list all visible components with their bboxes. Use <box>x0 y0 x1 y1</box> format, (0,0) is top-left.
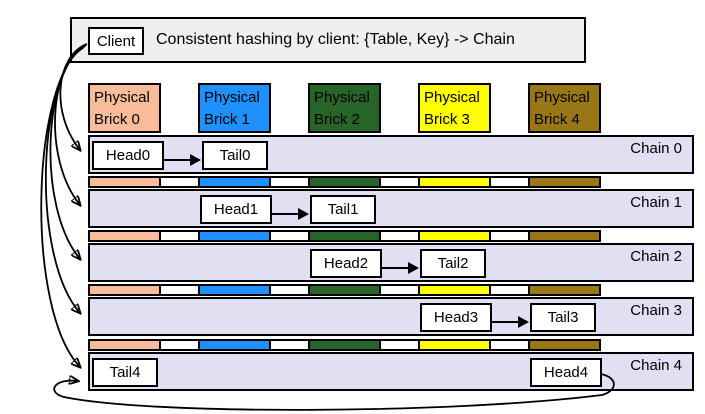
brick-strip-band <box>88 339 601 351</box>
head-node: Head0 <box>92 141 164 170</box>
chain-row-4: Chain 4 Tail4 Head4 <box>88 352 694 391</box>
tail-node: Tail1 <box>310 195 376 224</box>
brick-label-line2: Brick 2 <box>314 111 360 128</box>
brick0-strip <box>88 176 161 188</box>
head-to-tail-arrow <box>164 154 202 166</box>
head-to-tail-arrow <box>272 208 310 220</box>
client-hashing-panel: Client Consistent hashing by client: {Ta… <box>70 17 586 63</box>
head-to-tail-arrow <box>492 316 530 328</box>
brick-label-line1: Physical <box>314 89 370 106</box>
physical-brick-0: Physical Brick 0 <box>88 83 161 133</box>
brick3-strip <box>418 230 491 242</box>
brick3-strip <box>418 284 491 296</box>
head-to-tail-arrow <box>382 262 420 274</box>
head-node: Head3 <box>420 303 492 332</box>
client-to-chain3-arrow <box>45 46 85 313</box>
head-node: Head2 <box>310 249 382 278</box>
chain-label: Chain 0 <box>630 140 682 157</box>
brick-label-line1: Physical <box>204 89 260 106</box>
chain-label: Chain 2 <box>630 248 682 265</box>
brick1-strip <box>198 339 271 351</box>
chain-row-0: Chain 0 Head0 Tail0 <box>88 135 694 174</box>
brick-label-line1: Physical <box>534 89 590 106</box>
chain-row-3: Chain 3 Head3 Tail3 <box>88 297 694 336</box>
brick4-strip <box>528 230 601 242</box>
client-to-chain1-arrow <box>54 44 87 205</box>
brick-label-line2: Brick 0 <box>94 111 140 128</box>
tail-node: Tail0 <box>202 141 268 170</box>
brick1-strip <box>198 230 271 242</box>
chain-row-2: Chain 2 Head2 Tail2 <box>88 243 694 282</box>
brick4-strip <box>528 176 601 188</box>
brick2-strip <box>308 230 381 242</box>
brick-strip-band <box>88 230 601 242</box>
head-node: Head4 <box>530 358 602 387</box>
client-node: Client <box>88 27 144 55</box>
brick3-strip <box>418 339 491 351</box>
tail-node: Tail4 <box>92 358 158 387</box>
physical-brick-2: Physical Brick 2 <box>308 83 381 133</box>
physical-brick-4: Physical Brick 4 <box>528 83 601 133</box>
brick4-strip <box>528 339 601 351</box>
brick1-strip <box>198 176 271 188</box>
brick0-strip <box>88 284 161 296</box>
tail-node: Tail2 <box>420 249 486 278</box>
client-to-chain4-arrow <box>40 47 84 367</box>
brick2-strip <box>308 176 381 188</box>
brick-strip-band <box>88 284 601 296</box>
brick-label-line2: Brick 3 <box>424 111 470 128</box>
brick-label-line2: Brick 1 <box>204 111 250 128</box>
chain-row-1: Chain 1 Head1 Tail1 <box>88 189 694 228</box>
brick-strip-band <box>88 176 601 188</box>
tail-node: Tail3 <box>530 303 596 332</box>
brick4-strip <box>528 284 601 296</box>
brick-label-line1: Physical <box>94 89 150 106</box>
head-node: Head1 <box>200 195 272 224</box>
chain-label: Chain 3 <box>630 302 682 319</box>
physical-brick-3: Physical Brick 3 <box>418 83 491 133</box>
brick1-strip <box>198 284 271 296</box>
brick2-strip <box>308 339 381 351</box>
brick3-strip <box>418 176 491 188</box>
brick0-strip <box>88 230 161 242</box>
brick-label-line2: Brick 4 <box>534 111 580 128</box>
client-to-chain2-arrow <box>49 45 86 259</box>
hashing-description: Consistent hashing by client: {Table, Ke… <box>156 31 515 48</box>
chain-label: Chain 1 <box>630 194 682 211</box>
brick2-strip <box>308 284 381 296</box>
brick0-strip <box>88 339 161 351</box>
physical-brick-1: Physical Brick 1 <box>198 83 271 133</box>
brick-label-line1: Physical <box>424 89 480 106</box>
chain-label: Chain 4 <box>630 357 682 374</box>
